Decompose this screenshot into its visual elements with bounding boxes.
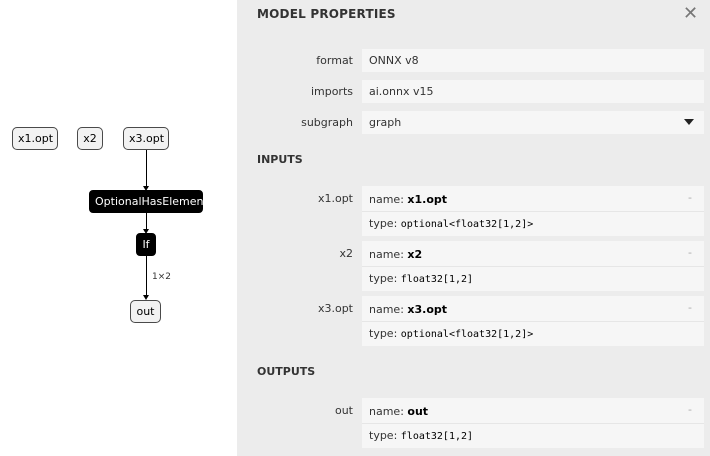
input-type-row: type: float32[1,2] (369, 272, 474, 285)
graph-input-node-x2[interactable]: x2 (77, 127, 103, 150)
input-type: float32[1,2] (400, 274, 474, 285)
imports-value: ai.onnx v15 (362, 80, 704, 103)
output-type: float32[1,2] (400, 431, 474, 442)
input-card-x3-opt: name: x3.opt - type: optional<float32[1,… (362, 296, 704, 346)
subgraph-label: subgraph (301, 116, 353, 129)
output-name-row: name: out (369, 405, 429, 418)
graph-input-node-x3-opt[interactable]: x3.opt (123, 127, 169, 150)
model-properties-sidebar: MODEL PROPERTIES ✕ format ONNX v8 import… (237, 0, 710, 456)
input-type-row: type: optional<float32[1,2]> (369, 327, 534, 340)
expand-toggle[interactable]: - (688, 191, 692, 204)
input-label-x3-opt: x3.opt (317, 302, 353, 315)
graph-canvas[interactable]: x1.opt x2 x3.opt OptionalHasElement If 1… (0, 0, 237, 456)
input-card-x2: name: x2 - type: float32[1,2] (362, 241, 704, 291)
divider (362, 266, 704, 267)
chevron-down-icon[interactable] (684, 119, 694, 125)
input-name-row: name: x1.opt (369, 193, 448, 206)
graph-edge-arrow (143, 229, 149, 234)
graph-edge-arrow (143, 186, 149, 191)
divider (362, 321, 704, 322)
input-type: optional<float32[1,2]> (400, 219, 534, 230)
graph-edge-op-to-if (146, 213, 147, 230)
output-card-out: name: out - type: float32[1,2] (362, 398, 704, 448)
imports-label: imports (310, 85, 353, 98)
outputs-section-header: OUTPUTS (257, 365, 316, 378)
output-name: out (407, 405, 429, 418)
output-label-out: out (334, 404, 353, 417)
format-value: ONNX v8 (362, 49, 704, 72)
input-label-x1-opt: x1.opt (317, 192, 353, 205)
input-name: x1.opt (407, 193, 448, 206)
divider (362, 423, 704, 424)
inputs-section-header: INPUTS (257, 153, 303, 166)
graph-op-node-optional-has-element[interactable]: OptionalHasElement (89, 190, 208, 213)
output-type-row: type: float32[1,2] (369, 429, 474, 442)
format-label: format (316, 54, 353, 67)
input-type: optional<float32[1,2]> (400, 329, 534, 340)
expand-toggle[interactable]: - (688, 246, 692, 259)
graph-output-node-out[interactable]: out (130, 300, 161, 323)
input-label-x2: x2 (339, 247, 353, 260)
graph-edge-x3-to-op (146, 150, 147, 186)
expand-toggle[interactable]: - (688, 403, 692, 416)
subgraph-select-value: graph (369, 116, 402, 129)
graph-edge-label: 1×2 (152, 272, 171, 282)
graph-edge-if-to-out (146, 256, 147, 295)
input-card-x1-opt: name: x1.opt - type: optional<float32[1,… (362, 186, 704, 236)
divider (362, 211, 704, 212)
input-name: x2 (407, 248, 423, 261)
graph-edge-arrow (143, 295, 149, 300)
graph-input-node-x1-opt[interactable]: x1.opt (12, 127, 58, 150)
graph-op-node-if[interactable]: If (136, 233, 156, 256)
input-name-row: name: x2 (369, 248, 423, 261)
close-icon[interactable]: ✕ (683, 3, 699, 24)
input-name-row: name: x3.opt (369, 303, 448, 316)
subgraph-select[interactable]: graph (362, 111, 704, 134)
expand-toggle[interactable]: - (688, 301, 692, 314)
sidebar-title: MODEL PROPERTIES (257, 7, 396, 21)
input-name: x3.opt (407, 303, 448, 316)
input-type-row: type: optional<float32[1,2]> (369, 217, 534, 230)
